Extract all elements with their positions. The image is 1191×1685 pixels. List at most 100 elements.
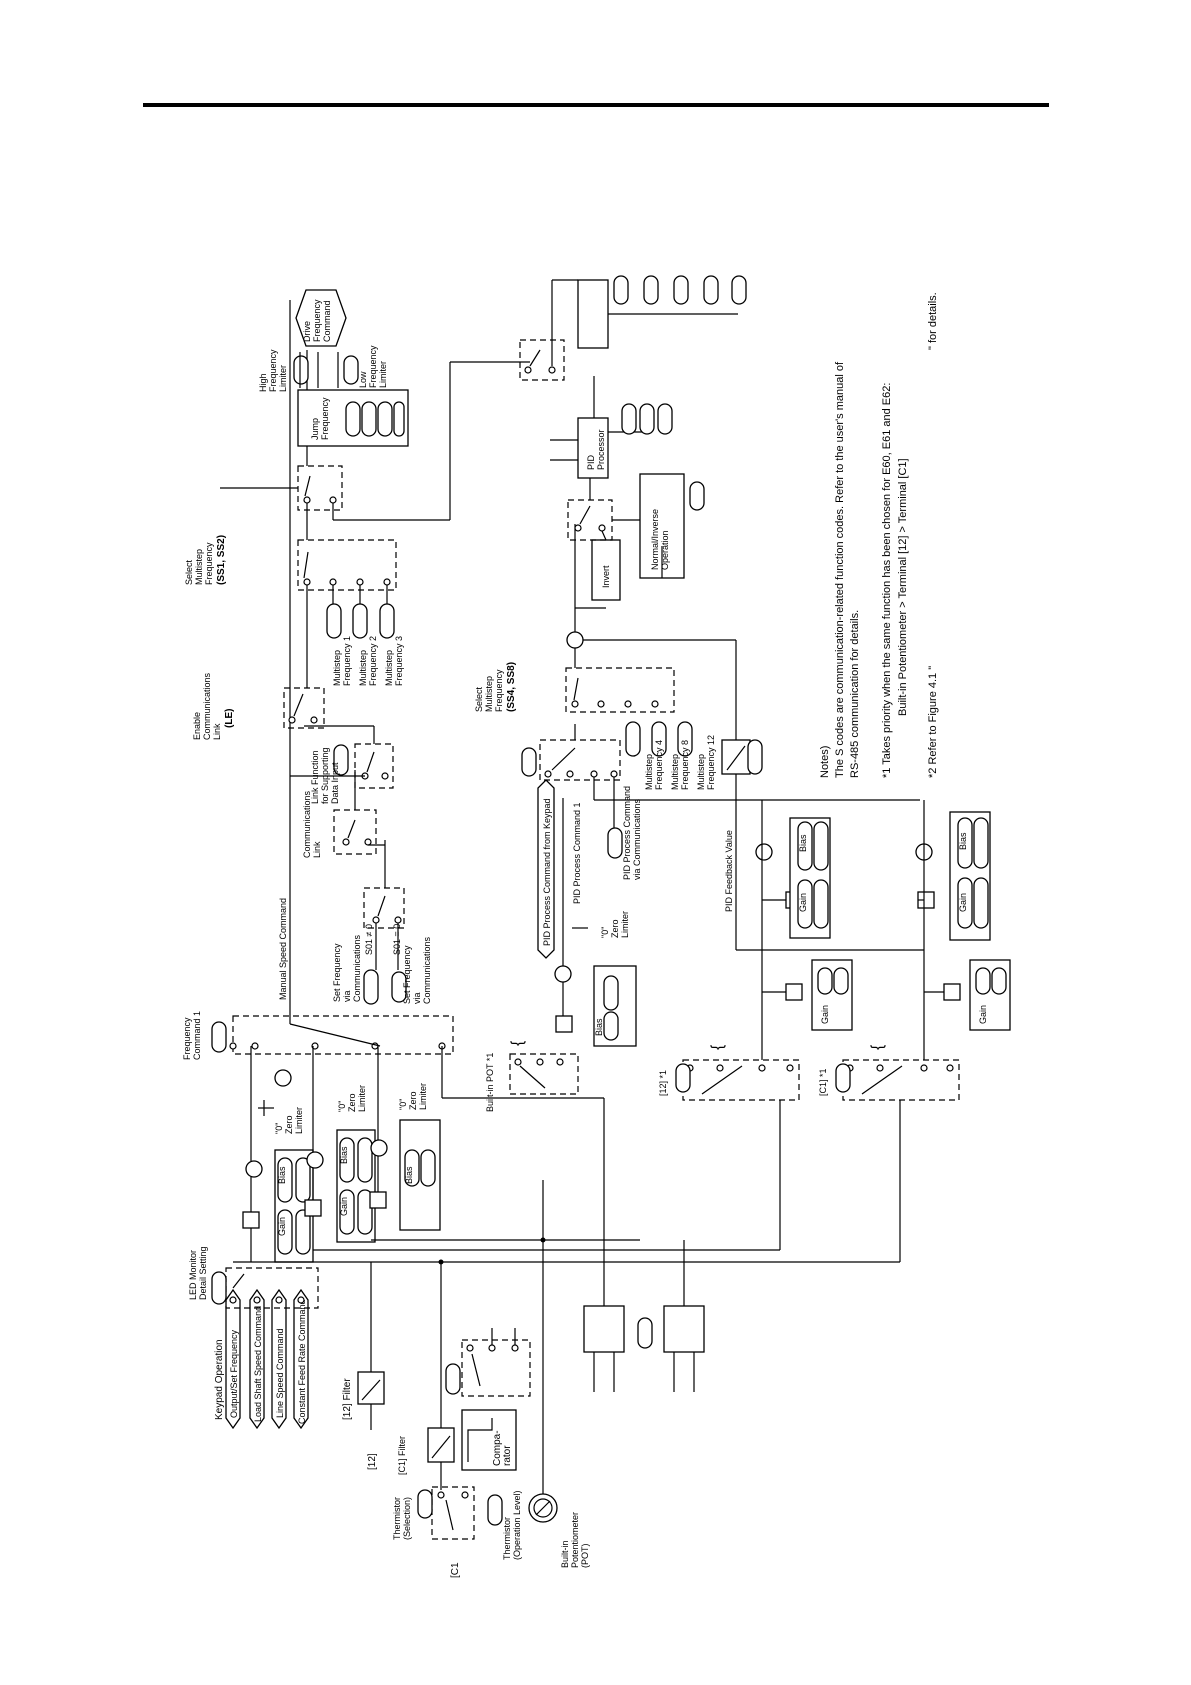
led-monitor-label: LED MonitorDetail Setting <box>188 1246 208 1300</box>
pid-output-selector <box>519 339 565 381</box>
gain-label-fb2: Gain <box>978 1005 988 1024</box>
multistep-3-label: MultistepFrequency 3 <box>384 636 404 686</box>
pid-via-comm-label: PID Process Commandvia Communications <box>622 786 642 880</box>
select-multistep-code-2: (SS4, SS8) <box>506 662 517 712</box>
filter-12-label: [12] Filter <box>342 1378 353 1420</box>
enable-comm-link-label: EnableCommunicationsLink <box>192 672 222 740</box>
s01-eq-0-label: S01 = 0 <box>392 924 402 955</box>
line-speed-label: Line Speed Command <box>275 1328 285 1418</box>
set-freq-comm-code-2 <box>391 971 407 1003</box>
drive-frequency-command-shape <box>295 289 347 347</box>
high-limiter-code <box>293 355 309 385</box>
manual-speed-command-label: Manual Speed Command <box>278 898 288 1000</box>
terminal-12-label: [12] <box>367 1453 378 1470</box>
constant-feed-rate-label: Constant Feed Rate Command <box>297 1299 307 1424</box>
bias-label-pid: Bias <box>594 1018 604 1036</box>
brace-1: { <box>509 1040 526 1046</box>
gain-label-fb1: Gain <box>820 1005 830 1024</box>
bias-label-fb1: Bias <box>798 834 808 852</box>
gain-label-fb2b: Gain <box>958 893 968 912</box>
pid-feedback-label: PID Feedback Value <box>724 830 734 912</box>
pid-processor-label: PIDProcessor <box>586 429 606 470</box>
thermistor-selection-label: Thermistor(Selection) <box>392 1497 412 1540</box>
pid-zero-limiter-label: "0"ZeroLimiter <box>600 911 630 938</box>
select-multistep-code-1: (SS1, SS2) <box>216 535 227 585</box>
gain-label-a: Gain <box>277 1217 287 1236</box>
comparator-output-code <box>445 1363 461 1395</box>
frequency-command-1-code <box>211 1021 227 1053</box>
pid-from-keypad-label: PID Process Command from Keypad <box>542 798 552 946</box>
terminal-c1-label: [C1 <box>450 1562 461 1578</box>
enable-comm-link-selector <box>283 687 325 729</box>
zero-limiter-label-a: "0"ZeroLimiter <box>274 1107 304 1134</box>
thermistor-level-code <box>487 1494 503 1526</box>
header-rule <box>143 103 1049 107</box>
multistep-12-label: MultistepFrequency 12 <box>696 735 716 790</box>
bias-label-b: Bias <box>339 1146 349 1164</box>
notes-line-6: " for details. <box>927 292 939 350</box>
communications-link-selector <box>333 809 377 855</box>
low-limiter-code <box>343 355 359 385</box>
set-freq-comm-label-2: Set FrequencyviaCommunications <box>402 936 432 1004</box>
pid-command-selector <box>539 739 621 781</box>
notes-title: Notes) <box>819 746 831 778</box>
enable-comm-link-code: (LE) <box>224 709 235 728</box>
invert-block <box>591 539 621 601</box>
thermistor-level-label: Thermistor(Operation Level) <box>502 1490 522 1560</box>
zero-limiter-label-b: "0"ZeroLimiter <box>337 1085 367 1112</box>
pid-command-code <box>521 747 537 777</box>
led-monitor-code <box>211 1271 227 1305</box>
communications-link-label: CommunicationsLink <box>302 790 322 858</box>
pid-via-comm-code <box>607 827 623 859</box>
builtin-pot-1-label: Built-in POT *1 <box>485 1053 495 1112</box>
set-freq-comm-code-1 <box>363 969 379 1005</box>
updown-code <box>637 1317 653 1349</box>
low-limiter-label: LowFrequencyLimiter <box>358 345 388 388</box>
thermistor-selection-code <box>417 1489 433 1519</box>
notes-line-2: RS-485 communication for details. <box>849 610 861 778</box>
s01-ne-0-label: S01 ≠ 0 <box>364 924 374 955</box>
high-limiter-label: HighFrequencyLimiter <box>258 349 288 392</box>
comparator-label: Compa-rator <box>492 1430 513 1466</box>
s01-selector <box>363 887 405 929</box>
normal-inverse-label: Normal/InverseOperation <box>650 509 670 570</box>
gain-label-b: Gain <box>339 1197 349 1216</box>
brace-3: { <box>869 1044 886 1050</box>
link-function-selector <box>354 743 394 789</box>
multistep-selector-1 <box>297 539 397 591</box>
updown-block-2 <box>663 1305 705 1353</box>
pid-feedback-filter <box>721 739 751 775</box>
drive-frequency-command-label: DriveFrequencyCommand <box>302 299 332 342</box>
zero-limiter-label-c: "0"ZeroLimiter <box>398 1083 428 1110</box>
builtin-pot-selector <box>509 1053 579 1095</box>
filter-c1-block <box>427 1427 455 1463</box>
pid-process-command-1-label: PID Process Command 1 <box>572 802 582 904</box>
keypad-operation-label: Keypad Operation <box>214 1339 225 1420</box>
frequency-command-1-label: FrequencyCommand 1 <box>182 1011 202 1060</box>
updown-block-1 <box>583 1305 625 1353</box>
monitor-input-shapes <box>225 1288 309 1430</box>
select-multistep-label-2: SelectMultistepFrequency <box>474 669 504 712</box>
comparator-block <box>461 1409 517 1471</box>
select-multistep-label-1: SelectMultistepFrequency <box>184 542 214 585</box>
load-shaft-speed-label: Load Shaft Speed Command <box>253 1306 263 1422</box>
frequency-command-1-selector <box>232 1015 454 1055</box>
bias-label-c: Bias <box>404 1166 414 1184</box>
multistep-2-label: MultistepFrequency 2 <box>358 636 378 686</box>
filter-12-block <box>357 1371 385 1405</box>
jump-selector <box>297 465 343 511</box>
notes-line-3: *1 Takes priority when the same function… <box>881 383 893 778</box>
multistep-selector-2 <box>565 667 675 713</box>
link-function-code <box>333 744 349 776</box>
gain-label-fb1b: Gain <box>798 893 808 912</box>
pid-processor-block <box>577 417 609 479</box>
bias-label-fb2: Bias <box>958 832 968 850</box>
brace-2: { <box>709 1044 726 1050</box>
notes-line-4: Built-in Potentiometer > Terminal [12] >… <box>897 458 909 716</box>
pid-output-block <box>577 279 609 349</box>
jump-frequency-label: JumpFrequency <box>310 397 330 440</box>
set-freq-comm-label-1: Set FrequencyviaCommunications <box>332 934 362 1002</box>
builtin-pot-knob-label: Built-inPotentiometer(POT) <box>560 1512 590 1568</box>
